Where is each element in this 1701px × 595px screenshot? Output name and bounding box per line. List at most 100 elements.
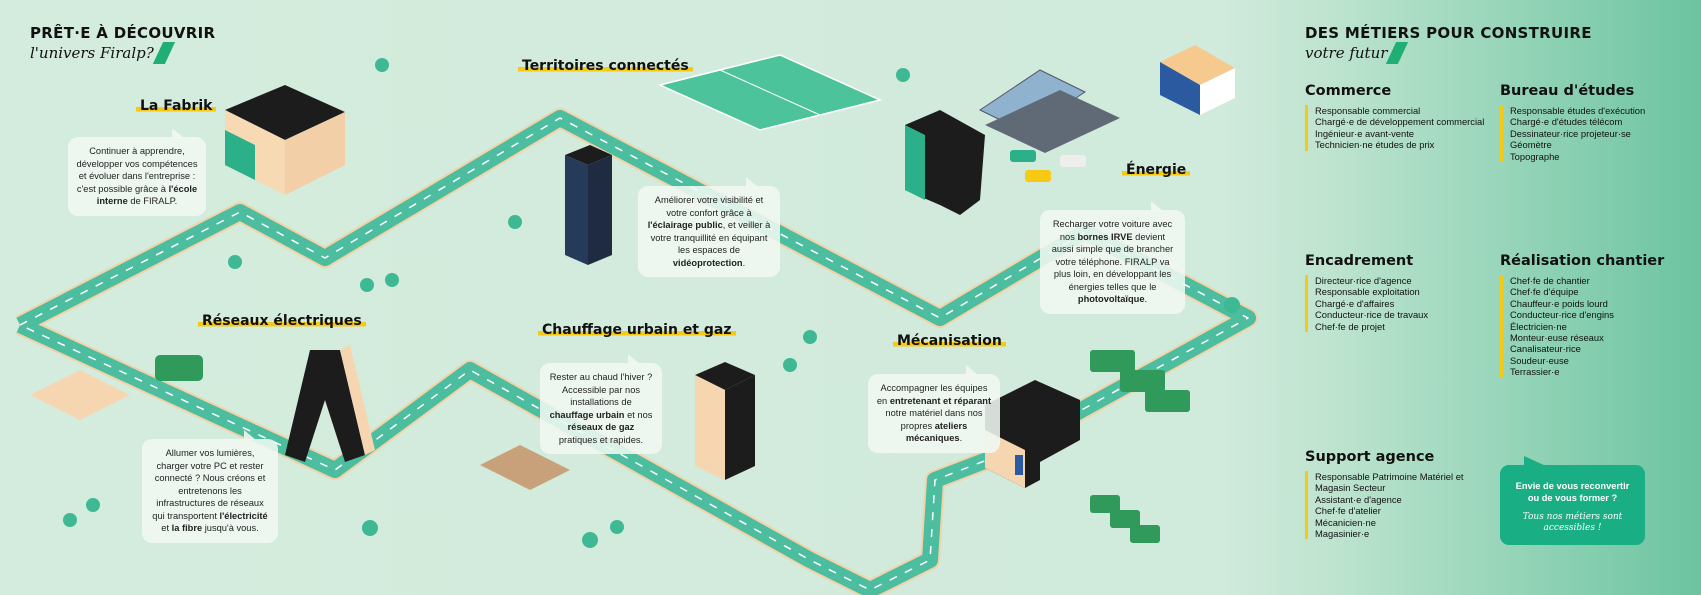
category-title: Support agence xyxy=(1305,449,1435,465)
bubble-text: Accompagner les équipes en xyxy=(876,383,988,406)
bubble-text-bold: entretenant et réparant xyxy=(889,395,992,406)
bubble-text: . xyxy=(742,257,746,268)
section-title-reseaux: Réseaux électriques xyxy=(198,313,366,329)
job-item: Chargé·e d'études télécom xyxy=(1510,116,1623,128)
fabrik-building xyxy=(225,85,345,195)
section-title-territoires: Territoires connectés xyxy=(518,58,693,74)
job-item: Mécanicien·ne xyxy=(1315,516,1376,528)
bubble-text-bold: l'éclairage public xyxy=(647,220,723,230)
bubble-text: pratiques et rapides. xyxy=(558,434,644,445)
right-subtitle-text: votre futur xyxy=(1305,44,1388,62)
job-item: Monteur·euse réseaux xyxy=(1510,332,1604,344)
bubble-text: Continuer à apprendre, développer vos co… xyxy=(76,146,198,194)
job-item: Chauffeur·e poids lourd xyxy=(1510,297,1608,309)
bubble-chauffage: Rester au chaud l'hiver ? Accessible par… xyxy=(540,354,662,454)
bubble-text: Améliorer votre visibilité et votre conf… xyxy=(654,195,764,218)
letter-a-arch xyxy=(285,345,375,462)
category-title: Bureau d'études xyxy=(1500,83,1635,99)
job-item: Chef·fe d'équipe xyxy=(1510,286,1579,298)
slash-logo-mark xyxy=(1386,42,1409,64)
trucks xyxy=(1090,350,1190,543)
solar-station xyxy=(978,69,1120,182)
bubble-text-bold: la fibre xyxy=(171,523,203,533)
football-field xyxy=(657,54,883,131)
van xyxy=(155,355,203,381)
job-item: Assistant·e d'agence xyxy=(1315,493,1402,505)
bubble-text: de FIRALP. xyxy=(127,196,178,206)
job-item: Dessinateur·rice projeteur·se xyxy=(1510,127,1631,139)
letter-r-building xyxy=(905,110,985,215)
cta-line2: ou de vous former ? xyxy=(1527,493,1618,503)
job-item: Topographe xyxy=(1510,150,1560,162)
right-header: DES MÉTIERS POUR CONSTRUIRE votre futur xyxy=(1305,24,1592,64)
bubble-text-bold: vidéoprotection xyxy=(672,257,743,268)
bubble-territoires: Améliorer votre visibilité et votre conf… xyxy=(638,177,780,277)
section-title-mecanisation: Mécanisation xyxy=(893,333,1006,349)
bubble-text: jusqu'à vous. xyxy=(202,523,259,533)
section-title-energie: Énergie xyxy=(1122,162,1191,178)
job-item: Chargé·e de développement commercial xyxy=(1315,116,1485,128)
main-title: PRÊT·E À DÉCOUVRIR xyxy=(30,24,216,42)
bubble-text-bold: bornes IRVE xyxy=(1077,231,1133,242)
bubble-text-bold: l'électricité xyxy=(219,510,268,521)
job-item: Terrassier·e xyxy=(1510,366,1560,378)
tower-building xyxy=(565,145,612,265)
job-item: Magasinier·e xyxy=(1315,528,1370,540)
main-subtitle-text: l'univers Firalp? xyxy=(30,44,154,62)
category-title: Réalisation chantier xyxy=(1500,253,1665,269)
bubble-energie: Recharger votre voiture avec nos bornes … xyxy=(1040,201,1185,314)
job-item: Conducteur·rice d'engins xyxy=(1510,309,1614,321)
job-item: Chef·fe d'atelier xyxy=(1315,505,1381,517)
bubble-text-bold: chauffage urbain xyxy=(549,409,625,420)
main-subtitle: l'univers Firalp? xyxy=(30,42,215,64)
bubble-text: Rester au chaud l'hiver ? Accessible par… xyxy=(549,372,653,407)
job-item: Géomètre xyxy=(1510,139,1552,151)
job-item: Responsable Patrimoine Matériel et Magas… xyxy=(1315,471,1464,494)
job-item: Chargé·e d'affaires xyxy=(1315,297,1395,309)
bubble-text: , et veiller à votre tranquillité en équ… xyxy=(650,220,771,255)
job-item: Technicien·ne études de prix xyxy=(1315,139,1435,151)
category-title: Commerce xyxy=(1305,83,1392,99)
job-item: Chef·fe de projet xyxy=(1315,320,1385,332)
job-item: Chef·fe de chantier xyxy=(1510,275,1590,286)
bubble-text: notre matériel dans nos propres xyxy=(885,408,983,431)
bubble-text: Recharger votre voiture avec nos xyxy=(1052,219,1173,242)
reconversion-callout: Envie de vous reconvertir ou de vous for… xyxy=(1500,456,1645,545)
job-item: Soudeur·euse xyxy=(1510,354,1569,366)
job-item: Canalisateur·rice xyxy=(1510,343,1581,355)
job-list: Responsable Patrimoine Matériel et Magas… xyxy=(1305,471,1470,540)
bubble-text-bold: photovoltaïque xyxy=(1077,294,1145,304)
bubble-text: . xyxy=(959,433,963,443)
bubble-text-bold: l'école interne xyxy=(96,183,198,207)
job-item: Conducteur·rice de travaux xyxy=(1315,309,1429,321)
bubble-fabrik: Continuer à apprendre, développer vos co… xyxy=(68,128,206,216)
section-title-chauffage: Chauffage urbain et gaz xyxy=(538,322,736,338)
category-title: Encadrement xyxy=(1305,253,1414,269)
bubble-text: et xyxy=(161,523,172,533)
job-item: Responsable exploitation xyxy=(1315,286,1420,298)
right-title: DES MÉTIERS POUR CONSTRUIRE xyxy=(1305,24,1592,42)
job-item: Électricien·ne xyxy=(1510,320,1567,332)
section-title-fabrik: La Fabrik xyxy=(136,98,217,114)
cta-script: Tous nos métiers sont accessibles ! xyxy=(1522,512,1623,533)
trees xyxy=(63,58,1240,548)
bubble-text: devient aussi simple que de brancher vot… xyxy=(1051,231,1174,292)
house xyxy=(1160,45,1235,115)
bubble-mecanisation: Accompagner les équipes en entretenant e… xyxy=(868,365,1000,453)
cta-line1: Envie de vous reconvertir xyxy=(1515,481,1630,491)
job-item: Directeur·rice d'agence xyxy=(1315,275,1412,286)
right-subtitle: votre futur xyxy=(1305,42,1592,64)
job-item: Responsable études d'exécution xyxy=(1510,105,1646,116)
job-item: Responsable commercial xyxy=(1315,105,1421,116)
bubble-text: . xyxy=(1144,294,1148,304)
bubble-text-bold: réseaux de gaz xyxy=(567,422,635,432)
